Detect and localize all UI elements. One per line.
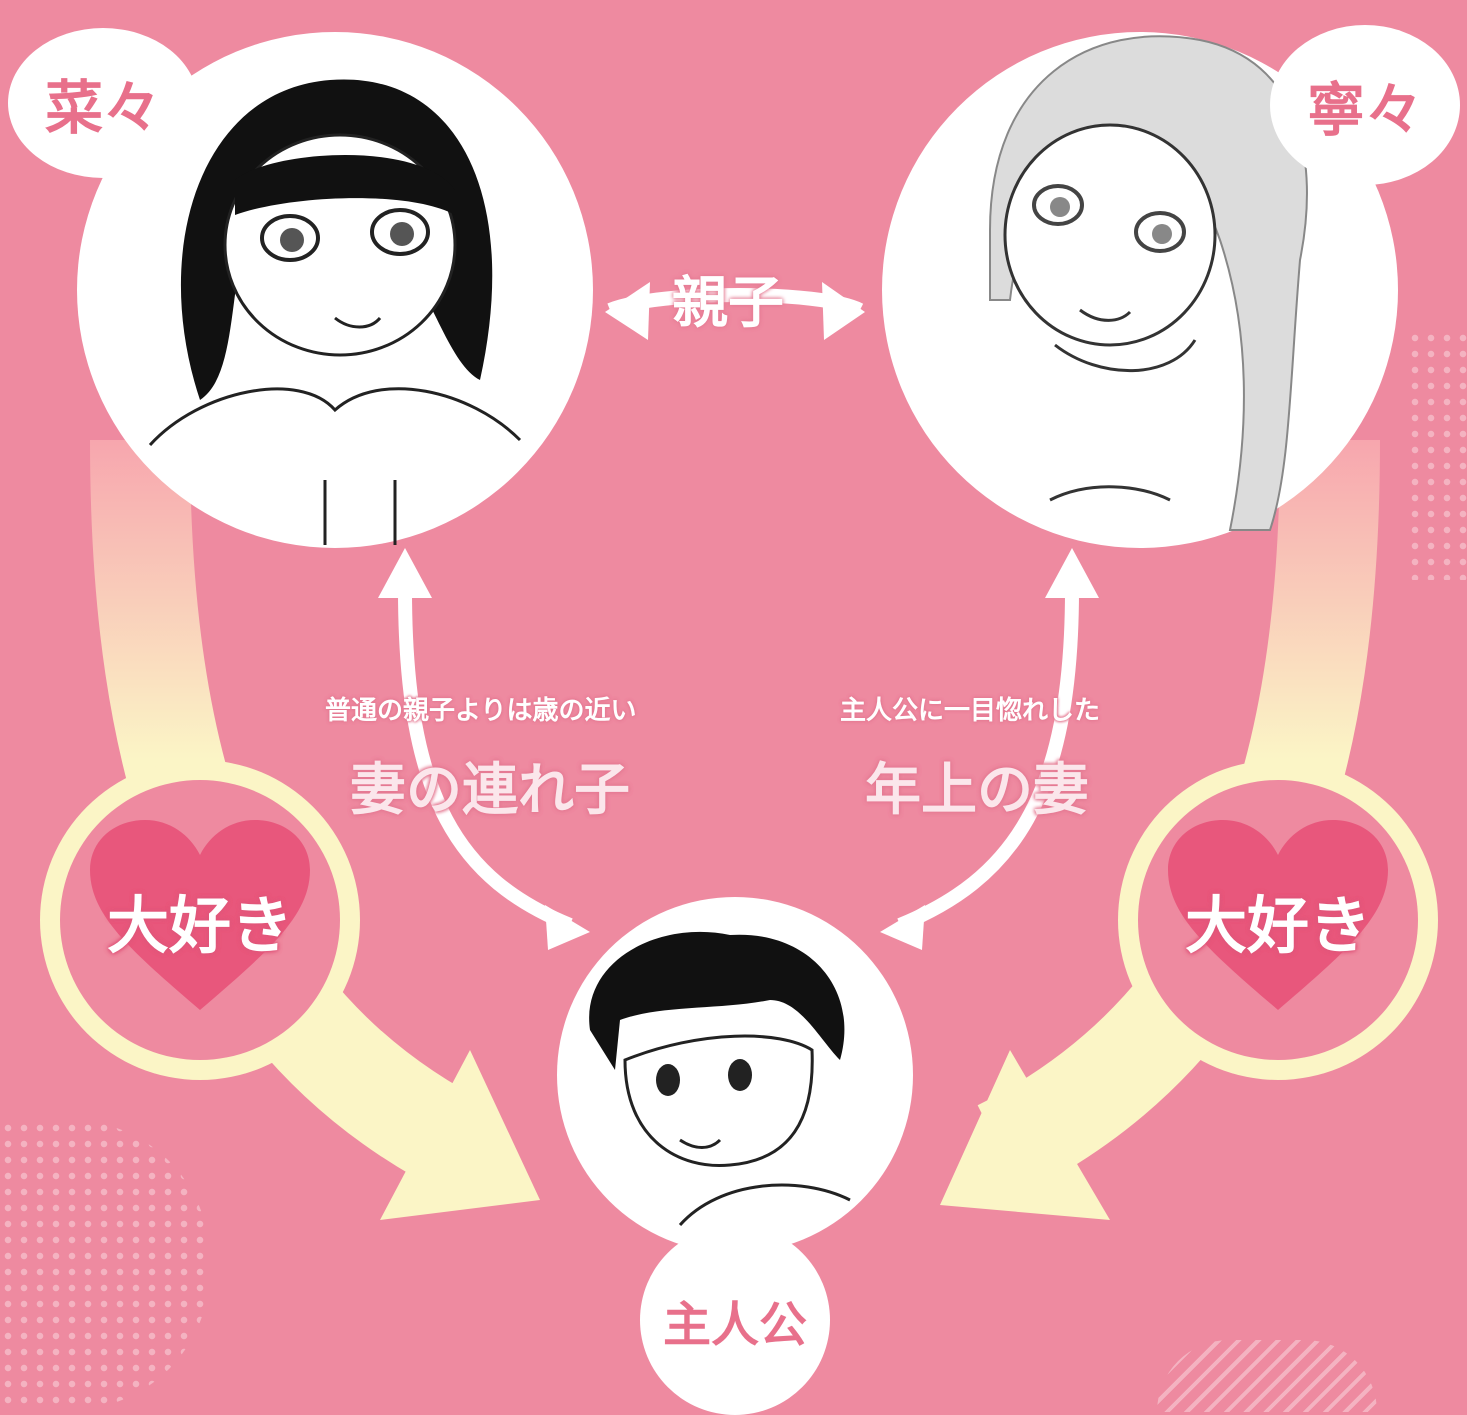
love-label-left: 大好き <box>106 889 293 962</box>
neine-portrait <box>882 32 1398 548</box>
love-arrow-right-head <box>940 1050 1110 1220</box>
name-bubble-neine: 寧々 <box>1270 25 1460 185</box>
heart-icon <box>90 820 310 1010</box>
nana-protagonist-arrow <box>378 548 590 950</box>
name-neine: 寧々 <box>1306 76 1423 144</box>
love-label-right: 大好き <box>1184 889 1371 962</box>
stripe-pattern-decoration <box>1157 1340 1377 1412</box>
name-bubble-protagonist: 主人公 <box>640 1225 830 1415</box>
dot-pattern-decoration <box>1407 330 1467 580</box>
love-badge-right: 大好き <box>1118 760 1438 1080</box>
name-protagonist: 主人公 <box>662 1297 807 1353</box>
neine-relation-sub: 主人公に一目惚れした <box>840 696 1101 726</box>
name-bubble-nana: 菜々 <box>8 28 198 178</box>
heart-icon <box>1168 820 1388 1010</box>
nana-portrait <box>77 32 593 548</box>
parent-child-arrow <box>605 282 865 340</box>
name-nana: 菜々 <box>44 74 161 142</box>
dot-pattern-decoration <box>0 1120 210 1410</box>
nana-relation-sub: 普通の親子よりは歳の近い <box>325 696 637 726</box>
love-badge-left: 大好き <box>40 760 360 1080</box>
protagonist-portrait <box>557 897 913 1253</box>
neine-protagonist-arrow <box>880 548 1099 950</box>
parent-child-label: 親子 <box>672 271 784 336</box>
love-arrow-left-head <box>380 1050 540 1220</box>
nana-relation-main: 妻の連れ子 <box>350 758 630 823</box>
neine-relation-main: 年上の妻 <box>865 758 1089 823</box>
